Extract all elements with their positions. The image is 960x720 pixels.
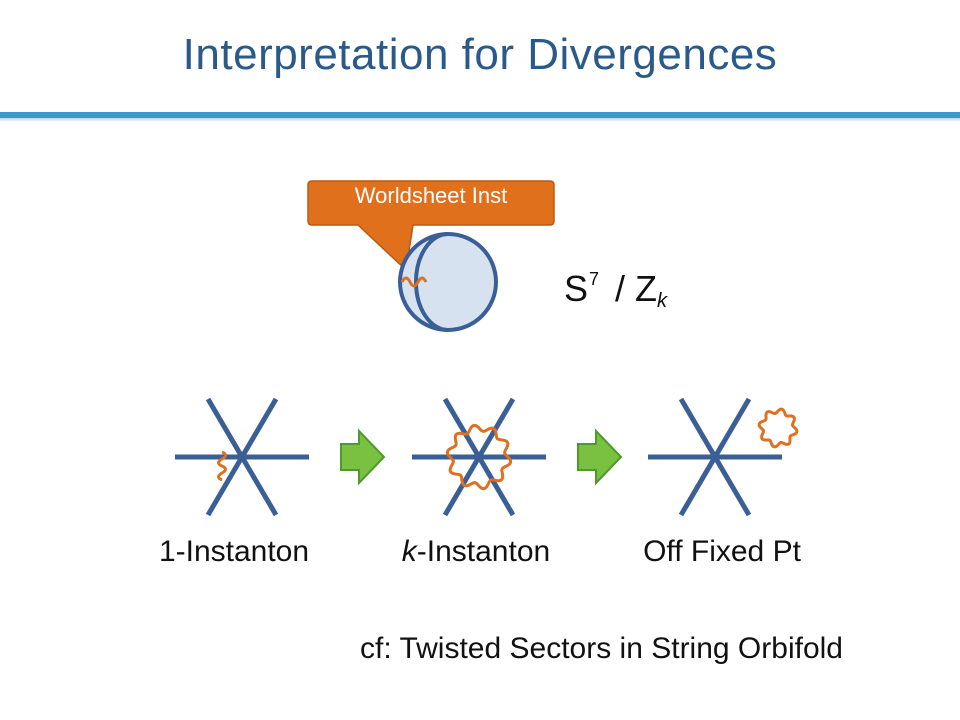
stage-label-suffix: -Instanton xyxy=(175,535,310,568)
vertex-icon-off-fixed-pt xyxy=(648,397,782,517)
wavy-ring-icon xyxy=(757,407,799,449)
vertex-icon-1-instanton xyxy=(175,397,309,517)
title-underline-shadow xyxy=(0,118,960,122)
space-label: S7 / Zk xyxy=(564,268,667,313)
stage-label-2: k-Instanton xyxy=(384,535,568,569)
footnote: cf: Twisted Sectors in String Orbifold xyxy=(360,632,843,665)
arrow-right-icon xyxy=(577,428,623,486)
stage-label-1: 1-Instanton xyxy=(142,535,326,569)
stage-label-prefix: Off Fixed Pt xyxy=(643,535,801,568)
title-underline xyxy=(0,112,960,118)
space-index: k xyxy=(657,290,668,312)
space-base: S xyxy=(564,268,589,309)
callout-label: Worldsheet Inst xyxy=(354,183,508,208)
wavy-ring-icon xyxy=(445,423,513,491)
space-separator: / xyxy=(605,268,636,309)
space-group: Z xyxy=(635,268,658,309)
arrow-right-icon xyxy=(340,428,386,486)
space-power: 7 xyxy=(589,269,600,289)
sphere-icon xyxy=(398,232,498,332)
stage-label-3: Off Fixed Pt xyxy=(624,535,820,569)
stage-label-suffix: -Instanton xyxy=(416,535,551,568)
callout-bubble xyxy=(307,180,555,272)
stage-label-prefix: k xyxy=(401,535,417,568)
stage-label-prefix: 1 xyxy=(158,535,176,568)
vertex-icon-k-instanton xyxy=(412,397,546,517)
slide-title: Interpretation for Divergences xyxy=(182,30,778,79)
wavy-instanton-icon xyxy=(217,450,227,482)
